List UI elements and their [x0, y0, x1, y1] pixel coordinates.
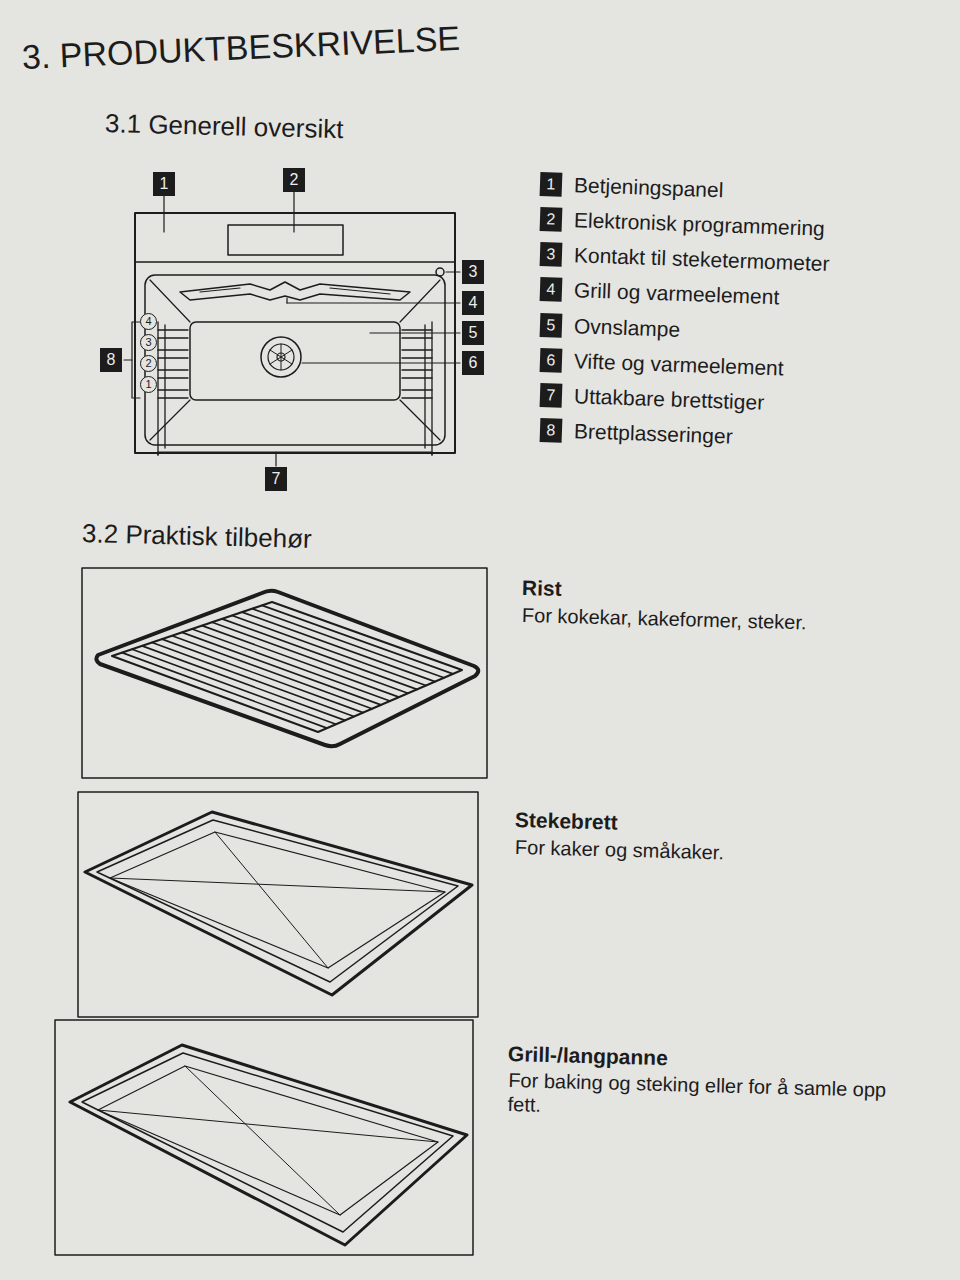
callout-number: 7: [540, 383, 563, 408]
callout-box: 4: [462, 291, 484, 315]
part-name: Brettplasseringer: [574, 419, 733, 449]
callout-box: 1: [153, 172, 175, 196]
callout-number: 6: [462, 351, 484, 375]
callout-number: 3: [540, 242, 563, 267]
accessory-description: For kokekar, kakeformer, steker.: [522, 604, 807, 634]
callout-box: 7: [265, 467, 287, 491]
shelf-position: 2: [140, 355, 157, 372]
callout-number: 3: [140, 334, 157, 351]
callout-box: 8: [100, 348, 122, 372]
callout-box: 6: [462, 351, 484, 375]
callout-number: 4: [140, 313, 157, 330]
legend-item: 6 Vifte og varmeelement: [540, 348, 784, 380]
legend-item: 4 Grill og varmeelement: [540, 277, 780, 309]
part-name: Betjeningspanel: [574, 173, 724, 202]
callout-number: 2: [140, 355, 157, 372]
callout-box: 3: [462, 260, 484, 284]
legend-item: 5 Ovnslampe: [540, 313, 681, 342]
shelf-position: 4: [140, 313, 157, 330]
callout-number: 5: [540, 313, 563, 338]
callout-box: 2: [283, 168, 305, 192]
callout-number: 7: [265, 467, 287, 491]
page-title: 3. PRODUKTBESKRIVELSE: [21, 19, 461, 77]
callout-number: 1: [140, 376, 157, 393]
legend-item: 1 Betjeningspanel: [540, 172, 724, 202]
part-name: Vifte og varmeelement: [574, 349, 784, 380]
callout-number: 5: [462, 321, 484, 345]
legend-item: 7 Uttakbare brettstiger: [540, 383, 765, 415]
callout-number: 2: [283, 168, 305, 192]
part-name: Elektronisk programmering: [574, 208, 826, 241]
section-heading: 3.2 Praktisk tilbehør: [82, 518, 312, 555]
accessory-description: For kaker og småkaker.: [515, 836, 724, 864]
callout-number: 1: [540, 172, 563, 197]
accessory-name: Rist: [522, 576, 562, 601]
callout-box: 5: [462, 321, 484, 345]
callout-number: 3: [462, 260, 484, 284]
part-name: Grill og varmeelement: [574, 278, 780, 309]
shelf-position: 3: [140, 334, 157, 351]
callout-number: 2: [540, 207, 563, 232]
legend-item: 3 Kontakt til steketermometer: [540, 242, 830, 276]
callout-number: 4: [462, 291, 484, 315]
callout-number: 8: [100, 348, 122, 372]
legend-item: 2 Elektronisk programmering: [540, 207, 826, 241]
accessory-name: Stekebrett: [515, 808, 618, 835]
callout-number: 6: [540, 348, 563, 373]
accessory-description: For baking og steking eller for å samle …: [507, 1068, 918, 1127]
callout-number: 4: [540, 277, 563, 302]
legend-item: 8 Brettplasseringer: [540, 418, 733, 449]
section-heading: 3.1 Generell oversikt: [105, 108, 344, 145]
part-name: Ovnslampe: [574, 314, 681, 342]
shelf-position: 1: [140, 376, 157, 393]
accessory-name: Grill-/langpanne: [508, 1042, 668, 1070]
part-name: Uttakbare brettstiger: [574, 384, 765, 415]
part-name: Kontakt til steketermometer: [574, 243, 830, 276]
callout-number: 1: [153, 172, 175, 196]
callout-number: 8: [540, 418, 563, 443]
